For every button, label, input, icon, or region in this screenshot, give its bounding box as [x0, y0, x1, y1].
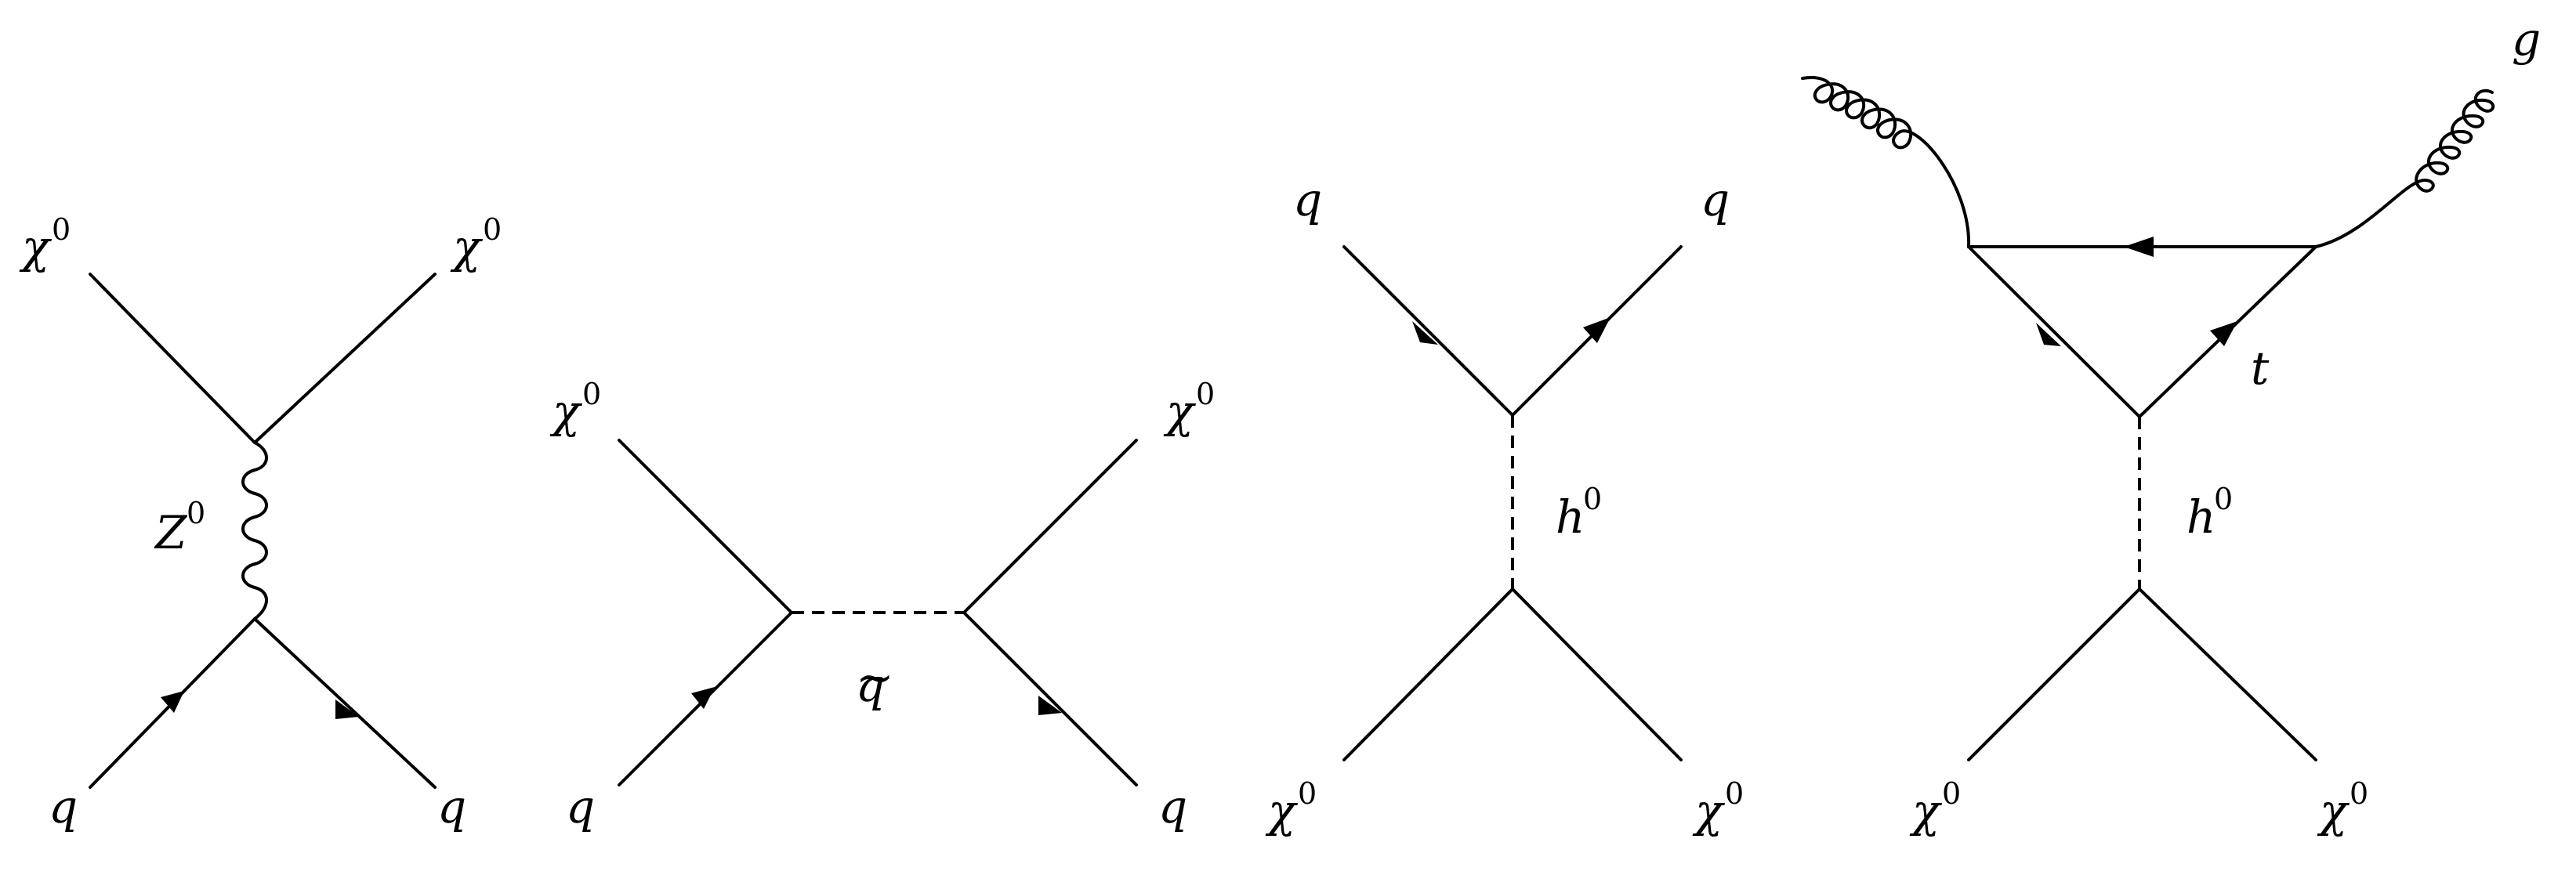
quark-label-top-right: q: [1701, 173, 1730, 226]
top-loop-arrow-right: [2210, 321, 2237, 346]
squark-label: q: [856, 659, 885, 712]
chi-line-top-left: [89, 273, 256, 444]
quark-line-bottom-right: [253, 617, 437, 789]
chi-label-top-left: χ: [549, 385, 582, 438]
gluon-label: g: [2512, 13, 2541, 66]
fermion-arrow-out: [335, 700, 359, 719]
chi-sup-top-left: 0: [52, 212, 71, 247]
fermion-arrow-in: [1412, 321, 1438, 345]
chi-line-bottom-left: [1967, 588, 2141, 761]
higgs-label: h: [1556, 490, 1585, 544]
chi-sup-top-right: 0: [1196, 377, 1215, 411]
diagram-z-exchange: χ 0 χ 0 Z 0 q q: [19, 212, 502, 833]
chi-line-top-right: [962, 439, 1138, 614]
higgs-label: h: [2187, 490, 2216, 544]
quark-label-bottom-left: q: [49, 780, 78, 833]
diagram-higgs-exchange-quarks: q q h 0 χ 0 χ 0: [1265, 173, 1744, 837]
higgs-sup: 0: [2214, 482, 2233, 516]
top-loop-arrow-top: [2124, 237, 2154, 257]
chi-line-top-right: [253, 273, 437, 444]
quark-line-top-left: [1342, 245, 1514, 417]
chi-label-bottom-left: χ: [1265, 784, 1298, 837]
chi-sup-bottom-left: 0: [1942, 776, 1961, 811]
top-quark-label: t: [2251, 342, 2270, 395]
chi-line-bottom-right: [2138, 588, 2317, 761]
chi-sup-bottom-left: 0: [1298, 776, 1317, 811]
fermion-arrow-out: [1038, 696, 1062, 715]
top-loop-arrow-left: [2036, 323, 2061, 346]
higgs-sup: 0: [1583, 482, 1602, 516]
chi-line-bottom-right: [1511, 588, 1683, 761]
fermion-arrow-in: [161, 691, 184, 713]
z-boson-sup: 0: [187, 496, 205, 530]
diagram-higgs-exchange-gluons: g t h 0 χ 0 χ 0: [1801, 13, 2541, 837]
chi-sup-bottom-right: 0: [1725, 776, 1744, 811]
gluon-curly-line-left: [1801, 76, 1971, 248]
quark-label-top-left: q: [1293, 173, 1322, 226]
chi-label-top-right: χ: [1163, 385, 1196, 438]
diagram-squark-exchange: χ 0 χ 0 ~ q q q: [549, 377, 1215, 833]
fermion-arrow-in: [691, 687, 715, 709]
fermion-arrow-out: [1583, 317, 1610, 343]
top-loop-line-left: [1967, 245, 2141, 418]
z-boson-wavy-line: [241, 441, 268, 620]
chi-label-bottom-left: χ: [1909, 784, 1942, 837]
chi-line-bottom-left: [1342, 588, 1514, 761]
chi-label-bottom-right: χ: [1692, 784, 1725, 837]
squark-accent: ~: [856, 651, 894, 704]
quark-line-bottom-right: [962, 611, 1138, 786]
z-boson-label: Z: [154, 506, 188, 559]
gluon-curly-line-right: [2314, 89, 2495, 248]
quark-label-bottom-right: q: [437, 780, 466, 833]
chi-label-top-right: χ: [450, 220, 483, 273]
quark-label-bottom-right: q: [1158, 780, 1187, 833]
chi-label-top-left: χ: [19, 220, 52, 273]
quark-label-bottom-left: q: [566, 780, 595, 833]
chi-sup-top-left: 0: [582, 377, 601, 411]
chi-label-bottom-right: χ: [2317, 784, 2350, 837]
chi-sup-top-right: 0: [483, 212, 502, 247]
chi-sup-bottom-right: 0: [2350, 776, 2368, 811]
chi-line-top-left: [618, 439, 793, 614]
